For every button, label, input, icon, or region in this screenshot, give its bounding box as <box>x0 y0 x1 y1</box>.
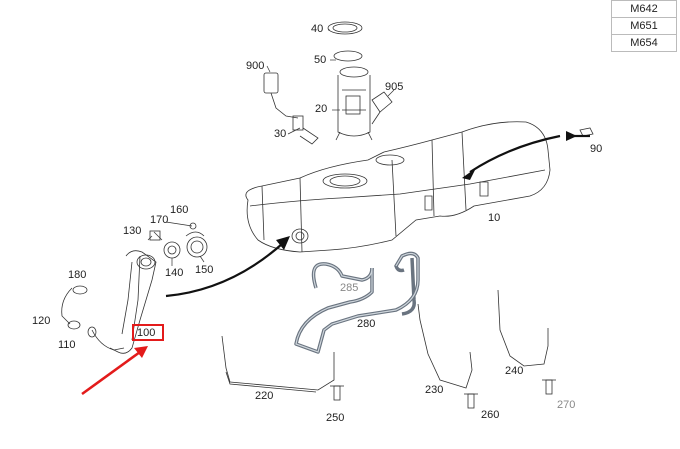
strap-230 <box>417 303 473 389</box>
callout-20[interactable]: 20 <box>315 103 328 115</box>
arrowhead-tank-right <box>462 168 476 180</box>
pointer-arrows <box>165 134 561 298</box>
callout-230[interactable]: 230 <box>425 384 444 396</box>
callout-160[interactable]: 160 <box>170 204 189 216</box>
callout-260[interactable]: 260 <box>481 409 500 421</box>
callout-100[interactable]: 100 <box>137 327 156 339</box>
callout-50[interactable]: 50 <box>314 54 327 66</box>
callout-150[interactable]: 150 <box>195 264 214 276</box>
highlight-arrowhead <box>134 346 148 358</box>
highlighted-callout-box[interactable]: 100 <box>132 324 164 341</box>
engine-variant: M654 <box>611 34 677 52</box>
callout-240[interactable]: 240 <box>505 365 524 377</box>
strap-240 <box>497 289 549 367</box>
callout-270[interactable]: 270 <box>557 399 576 411</box>
callout-900[interactable]: 900 <box>246 60 265 72</box>
callout-130[interactable]: 130 <box>123 225 142 237</box>
engine-variant: M642 <box>611 0 677 18</box>
engine-variant-table: M642 M651 M654 <box>611 0 677 52</box>
bolts <box>330 379 556 409</box>
callout-220[interactable]: 220 <box>255 390 274 402</box>
callout-250[interactable]: 250 <box>326 412 345 424</box>
filler-neck <box>109 250 157 354</box>
callout-30[interactable]: 30 <box>274 128 287 140</box>
vent-hose <box>61 285 125 351</box>
clip-90 <box>579 127 594 137</box>
callout-40[interactable]: 40 <box>311 23 324 35</box>
sensor-905 <box>371 91 393 125</box>
callout-905[interactable]: 905 <box>385 81 404 93</box>
callout-280[interactable]: 280 <box>357 318 376 330</box>
strap-220 <box>221 335 335 391</box>
engine-variant: M651 <box>611 17 677 35</box>
callout-170[interactable]: 170 <box>150 214 169 226</box>
fuel-pump-module <box>327 21 373 141</box>
callout-180[interactable]: 180 <box>68 269 87 281</box>
level-sender <box>263 72 319 145</box>
fuel-tank <box>245 121 551 253</box>
callout-10[interactable]: 10 <box>488 212 501 224</box>
highlight-arrow <box>81 350 141 396</box>
arrowhead-clip <box>566 131 577 141</box>
callout-110[interactable]: 110 <box>58 339 76 351</box>
arrowhead-tank <box>276 236 290 250</box>
callout-90[interactable]: 90 <box>590 143 603 155</box>
callout-285[interactable]: 285 <box>340 282 359 294</box>
callout-140[interactable]: 140 <box>165 267 184 279</box>
callout-120[interactable]: 120 <box>32 315 51 327</box>
filler-cap-parts <box>149 222 208 259</box>
